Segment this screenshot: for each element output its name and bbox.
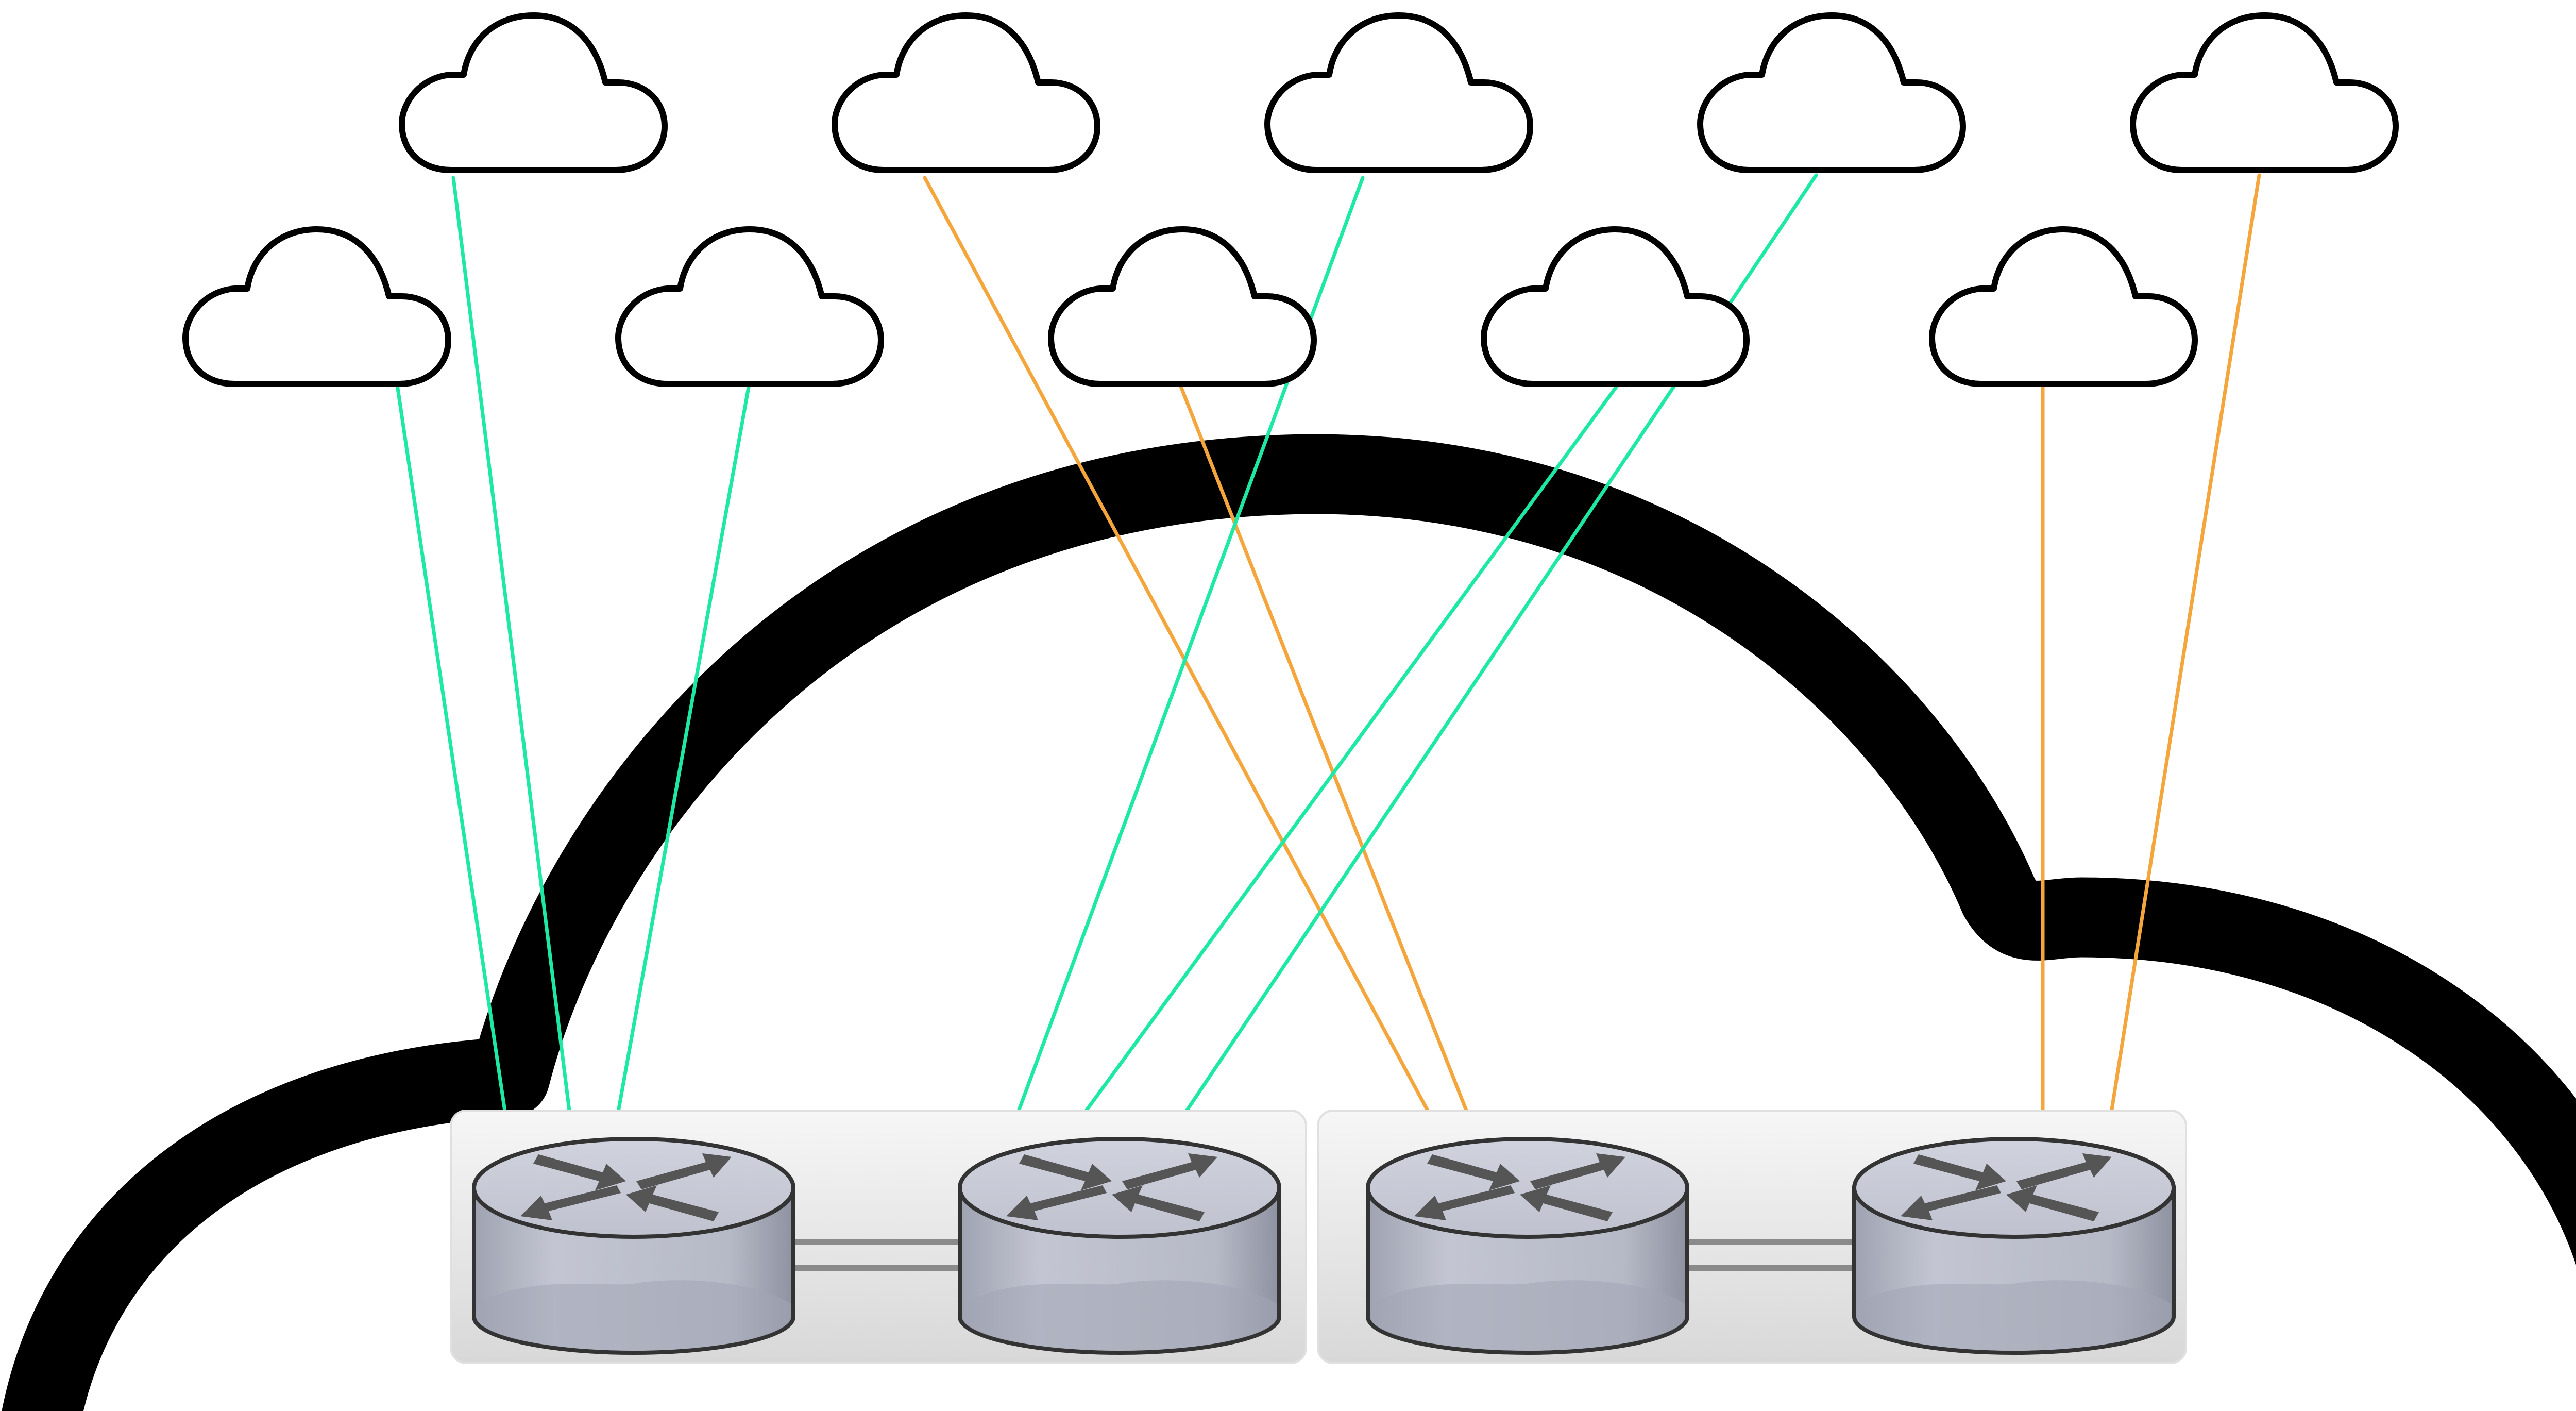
cloud-outline-icon[interactable] xyxy=(402,15,665,170)
cloud-outline-icon[interactable] xyxy=(185,229,448,384)
router-icon[interactable] xyxy=(1368,1139,1687,1353)
customer-link-7 xyxy=(1075,379,1622,1126)
provider-link-10 xyxy=(2105,173,2261,1141)
trunk-link-group-2 xyxy=(1685,1239,1855,1271)
provider-link-4 xyxy=(923,176,1439,1131)
cloud-outline-icon[interactable] xyxy=(1267,15,1530,170)
router-icon[interactable] xyxy=(960,1139,1279,1353)
cloud-outline-icon[interactable] xyxy=(1051,229,1314,384)
customer-link-1 xyxy=(395,379,510,1131)
cloud-outline-icon[interactable] xyxy=(835,15,1097,170)
cloud-outline-icon[interactable] xyxy=(1932,229,2195,384)
backbone-cloud-outline xyxy=(2,434,2576,1411)
cloud-outline-icon[interactable] xyxy=(2133,15,2396,170)
router-icon[interactable] xyxy=(474,1139,793,1353)
customer-link-3 xyxy=(614,379,752,1128)
provider-link-5 xyxy=(1178,382,1476,1131)
router-icon[interactable] xyxy=(1854,1139,2174,1353)
cloud-outline-icon[interactable] xyxy=(1484,229,1747,384)
trunk-link-group-1 xyxy=(788,1239,958,1271)
cloud-outline-icon[interactable] xyxy=(618,229,881,384)
customer-link-2 xyxy=(451,176,571,1113)
cloud-outline-icon[interactable] xyxy=(1700,15,1963,170)
